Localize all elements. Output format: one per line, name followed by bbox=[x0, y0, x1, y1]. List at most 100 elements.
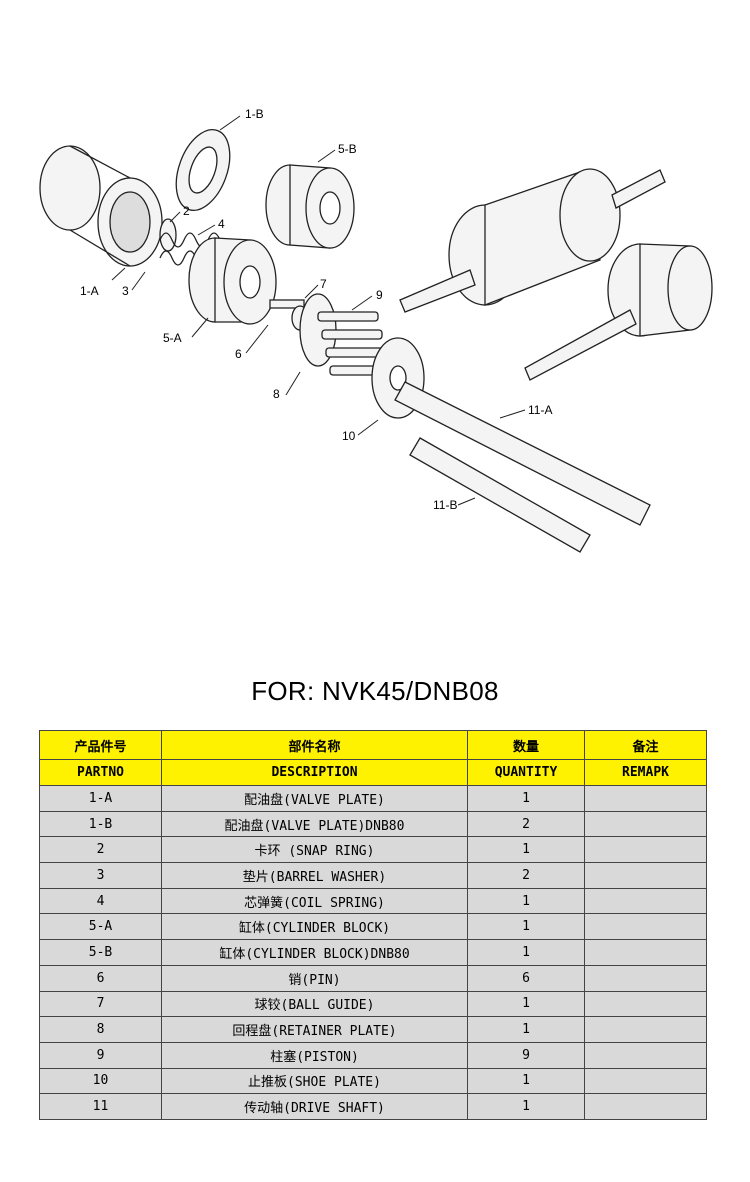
remark-cell bbox=[584, 1093, 707, 1120]
remark-cell bbox=[584, 836, 707, 864]
quantity-cell: 1 bbox=[467, 785, 585, 812]
header-row-cn: 产品件号 部件名称 数量 备注 bbox=[39, 730, 707, 760]
header-row-en: PARTNO DESCRIPTION QUANTITY REMAPK bbox=[39, 759, 707, 786]
quantity-cell: 2 bbox=[467, 862, 585, 889]
quantity-cell: 1 bbox=[467, 836, 585, 864]
header-cn-part: 产品件号 bbox=[39, 730, 162, 760]
remark-cell bbox=[584, 887, 707, 915]
part-cell: 8 bbox=[39, 1016, 162, 1043]
callout-1a: 1-A bbox=[80, 284, 99, 298]
quantity-cell: 9 bbox=[467, 1041, 585, 1069]
page-title: FOR: NVK45/DNB08 bbox=[251, 676, 499, 706]
callout-6: 6 bbox=[235, 347, 242, 361]
exploded-parts-diagram: 1-B 5-B 2 4 1-A 3 7 9 5-A 6 8 10 11-A 11… bbox=[39, 107, 713, 553]
description-cell: 卡环 (SNAP RING) bbox=[161, 836, 468, 864]
description-cell: 销(PIN) bbox=[161, 964, 468, 992]
description-cell: 回程盘(RETAINER PLATE) bbox=[161, 1016, 468, 1043]
callout-5a: 5-A bbox=[163, 331, 182, 345]
remark-cell bbox=[584, 939, 707, 966]
header-cn-remark: 备注 bbox=[584, 730, 707, 760]
part-cell: 9 bbox=[39, 1041, 162, 1069]
part-cell: 5-B bbox=[39, 939, 162, 966]
remark-cell bbox=[584, 1016, 707, 1043]
callout-7: 7 bbox=[320, 277, 327, 291]
pin-6 bbox=[269, 299, 305, 309]
header-en-qty: QUANTITY bbox=[467, 759, 585, 786]
description-cell: 柱塞(PISTON) bbox=[161, 1041, 468, 1069]
description-cell: 缸体(CYLINDER BLOCK) bbox=[161, 913, 468, 941]
part-cell: 7 bbox=[39, 990, 162, 1018]
remark-cell bbox=[584, 913, 707, 941]
quantity-cell: 1 bbox=[467, 990, 585, 1018]
drive-shaft-11a bbox=[394, 381, 651, 526]
quantity-cell: 2 bbox=[467, 810, 585, 838]
quantity-cell: 1 bbox=[467, 913, 585, 941]
part-cell: 1-A bbox=[39, 785, 162, 812]
description-cell: 配油盘(VALVE PLATE)DNB80 bbox=[161, 810, 468, 838]
valve-plate-1b bbox=[175, 129, 231, 211]
part-cell: 3 bbox=[39, 862, 162, 889]
quantity-cell: 6 bbox=[467, 964, 585, 992]
quantity-cell: 1 bbox=[467, 1016, 585, 1043]
header-en-remark: REMAPK bbox=[584, 759, 707, 786]
part-cell: 2 bbox=[39, 836, 162, 864]
remark-cell bbox=[584, 1067, 707, 1095]
part-cell: 11 bbox=[39, 1093, 162, 1120]
callout-2: 2 bbox=[183, 204, 190, 218]
quantity-cell: 1 bbox=[467, 1093, 585, 1120]
header-en-desc: DESCRIPTION bbox=[161, 759, 468, 786]
drive-shaft-11b bbox=[409, 437, 591, 553]
description-cell: 传动轴(DRIVE SHAFT) bbox=[161, 1093, 468, 1120]
parts-table: 产品件号 部件名称 数量 备注 PARTNO DESCRIPTION QUANT… bbox=[39, 730, 707, 1120]
quantity-cell: 1 bbox=[467, 939, 585, 966]
description-cell: 球铰(BALL GUIDE) bbox=[161, 990, 468, 1018]
callout-5b: 5-B bbox=[338, 142, 357, 156]
remark-cell bbox=[584, 785, 707, 812]
header-en-part: PARTNO bbox=[39, 759, 162, 786]
description-cell: 止推板(SHOE PLATE) bbox=[161, 1067, 468, 1095]
remark-cell bbox=[584, 964, 707, 992]
remark-cell bbox=[584, 1041, 707, 1069]
callout-11b: 11-B bbox=[433, 498, 457, 512]
pump-assembly-right bbox=[399, 168, 666, 313]
remark-cell bbox=[584, 810, 707, 838]
remark-cell bbox=[584, 990, 707, 1018]
callout-9: 9 bbox=[376, 288, 383, 302]
part-cell: 1-B bbox=[39, 810, 162, 838]
part-cell: 5-A bbox=[39, 913, 162, 941]
description-cell: 芯弹簧(COIL SPRING) bbox=[161, 887, 468, 915]
cylinder-block-5b bbox=[265, 164, 355, 249]
callout-11a: 11-A bbox=[528, 403, 552, 417]
callout-10: 10 bbox=[342, 429, 356, 443]
part-cell: 10 bbox=[39, 1067, 162, 1095]
cylinder-shaft-assembly bbox=[524, 243, 713, 381]
part-cell: 6 bbox=[39, 964, 162, 992]
description-cell: 垫片(BARREL WASHER) bbox=[161, 862, 468, 889]
quantity-cell: 1 bbox=[467, 1067, 585, 1095]
quantity-cell: 1 bbox=[467, 887, 585, 915]
header-cn-qty: 数量 bbox=[467, 730, 585, 760]
part-cell: 4 bbox=[39, 887, 162, 915]
callout-3: 3 bbox=[122, 284, 129, 298]
callout-4: 4 bbox=[218, 217, 225, 231]
description-cell: 缸体(CYLINDER BLOCK)DNB80 bbox=[161, 939, 468, 966]
callout-1b: 1-B bbox=[245, 107, 264, 121]
cylinder-block-5a bbox=[188, 237, 277, 325]
remark-cell bbox=[584, 862, 707, 889]
callout-8: 8 bbox=[273, 387, 280, 401]
header-cn-desc: 部件名称 bbox=[161, 730, 468, 760]
description-cell: 配油盘(VALVE PLATE) bbox=[161, 785, 468, 812]
